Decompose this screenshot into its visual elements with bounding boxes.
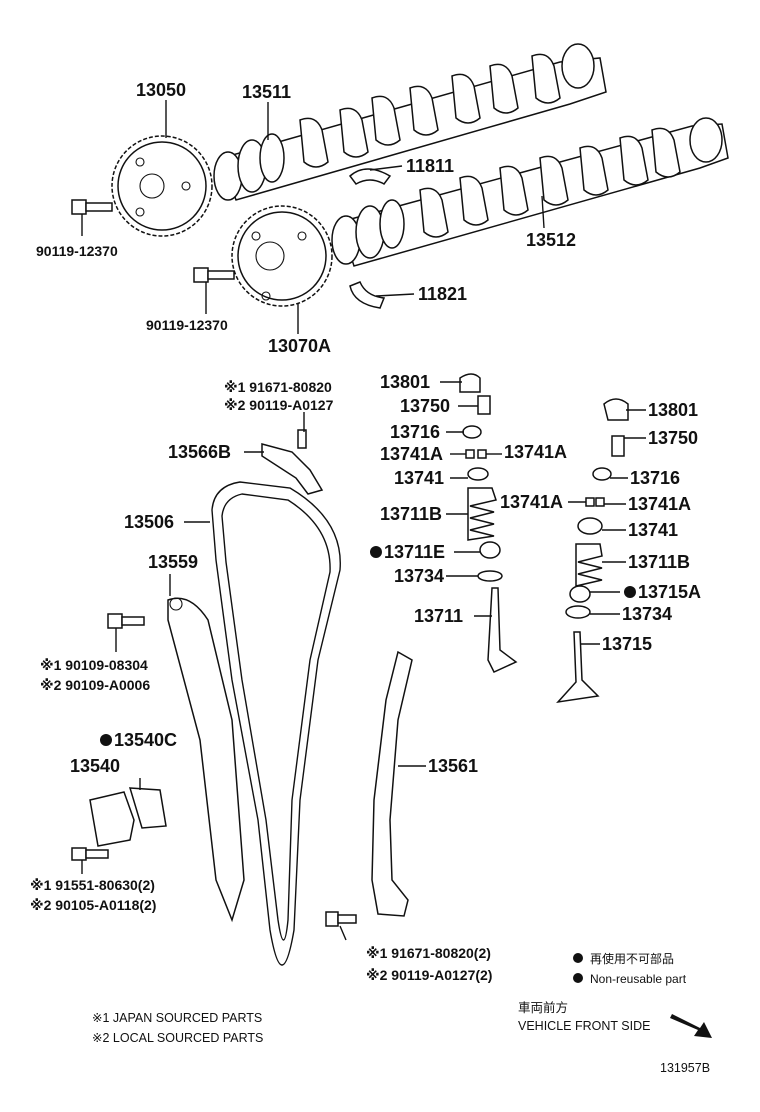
label-13715: 13715	[602, 634, 652, 654]
label-13750-right: 13750	[648, 428, 698, 448]
non-reusable-mark-13711e	[370, 546, 382, 558]
legend-jp: 再使用不可部品	[590, 951, 674, 966]
label-13801-right: 13801	[648, 400, 698, 420]
valve-parts-left	[459, 373, 518, 673]
label-13716-right: 13716	[630, 468, 680, 488]
camshaft-intake	[213, 43, 607, 201]
label-pivot-bolt-2: ※2 90109-A0006	[40, 677, 150, 693]
figure-id: 131957B	[660, 1061, 710, 1075]
label-13715a: 13715A	[638, 582, 701, 602]
legend-filled-circle-icon-1	[573, 953, 583, 963]
label-guide-bolt-2: ※2 90119-A0127	[224, 397, 334, 413]
label-13741a-right-2: 13741A	[628, 494, 691, 514]
legend-filled-circle-icon-2	[573, 973, 583, 983]
label-sprocket-bolt-1: 90119-12370	[36, 243, 118, 259]
valve-parts-right	[556, 398, 629, 704]
label-13050: 13050	[136, 80, 186, 100]
chain-guide-bracket	[261, 429, 324, 495]
sprocket-bolt-exhaust	[193, 267, 235, 283]
damper-bolt	[325, 911, 357, 927]
label-13711: 13711	[414, 606, 463, 626]
label-13741-left: 13741	[394, 468, 444, 488]
label-tensioner-bolt-2: ※2 90105-A0118(2)	[30, 897, 156, 913]
label-13750-left: 13750	[400, 396, 450, 416]
label-damper-bolt-2: ※2 90119-A0127(2)	[366, 967, 492, 983]
bearing-lower	[349, 281, 386, 309]
label-13511: 13511	[242, 82, 291, 102]
label-13741a-right-1: 13741A	[500, 492, 563, 512]
vvt-gear-exhaust	[231, 205, 333, 307]
label-tensioner-bolt-1: ※1 91551-80630(2)	[30, 877, 155, 893]
label-sprocket-bolt-2: 90119-12370	[146, 317, 228, 333]
label-13540c: 13540C	[114, 730, 177, 750]
label-13716-left: 13716	[390, 422, 440, 442]
timing-chain	[211, 481, 341, 966]
leader-lines	[81, 100, 646, 941]
chain-vibration-damper	[371, 650, 413, 917]
label-guide-bolt-1: ※1 91671-80820	[224, 379, 332, 395]
legend-en: Non-reusable part	[590, 972, 687, 986]
label-13559: 13559	[148, 552, 198, 572]
label-13801-left: 13801	[380, 372, 430, 392]
label-13070a: 13070A	[268, 336, 331, 356]
label-13506: 13506	[124, 512, 174, 532]
chain-tensioner	[89, 787, 167, 847]
note-japan-sourced: ※1 JAPAN SOURCED PARTS	[92, 1011, 262, 1025]
sprocket-bolt-intake	[71, 199, 113, 215]
non-reusable-mark-13715a	[624, 586, 636, 598]
label-13711b-left: 13711B	[380, 504, 442, 524]
label-13512: 13512	[526, 230, 576, 250]
chain-tensioner-arm	[167, 597, 245, 923]
tensioner-bolt	[71, 847, 109, 861]
direction-jp: 車両前方	[518, 1000, 568, 1015]
direction-en: VEHICLE FRONT SIDE	[518, 1019, 650, 1033]
label-11821: 11821	[418, 284, 467, 304]
label-13734-right: 13734	[622, 604, 672, 624]
label-11811: 11811	[406, 156, 454, 176]
bearing-upper	[348, 168, 392, 185]
label-13734-left: 13734	[394, 566, 444, 586]
note-local-sourced: ※2 LOCAL SOURCED PARTS	[92, 1031, 263, 1045]
arrow-down-right-icon	[670, 1014, 712, 1038]
non-reusable-mark-13540c	[100, 734, 112, 746]
vvt-gear-intake	[111, 135, 213, 237]
label-13741-right: 13741	[628, 520, 678, 540]
label-damper-bolt-1: ※1 91671-80820(2)	[366, 945, 491, 961]
label-13540: 13540	[70, 756, 120, 776]
label-13741a-left-2: 13741A	[504, 442, 567, 462]
label-13566b: 13566B	[168, 442, 231, 462]
pivot-bolt	[107, 613, 145, 629]
label-pivot-bolt-1: ※1 90109-08304	[40, 657, 148, 673]
label-13741a-left-1: 13741A	[380, 444, 443, 464]
label-13711b-right: 13711B	[628, 552, 690, 572]
camshaft-exhaust	[331, 117, 729, 267]
label-13561: 13561	[428, 756, 478, 776]
label-13711e: 13711E	[384, 542, 445, 562]
